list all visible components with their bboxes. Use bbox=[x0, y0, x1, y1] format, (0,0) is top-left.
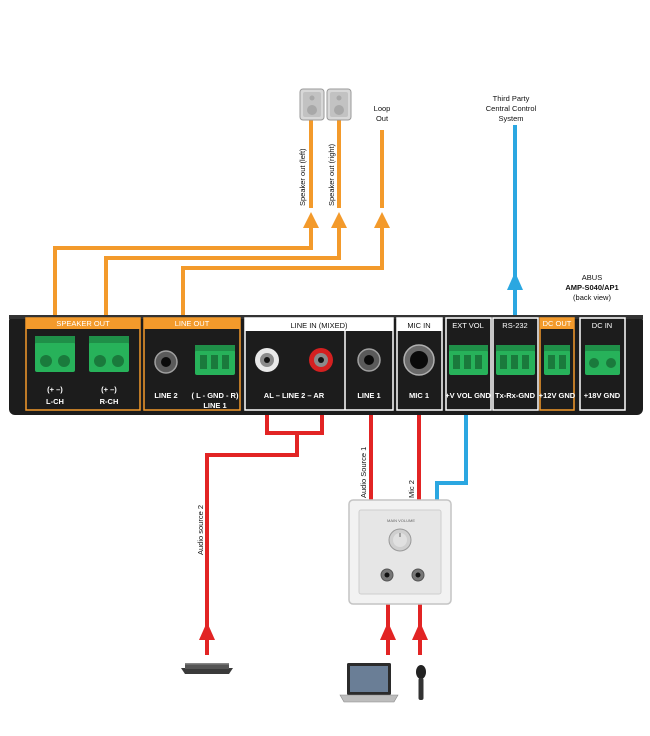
section-line-out: LINE OUT bbox=[175, 319, 210, 328]
arrow-mic bbox=[412, 622, 428, 640]
txrx-label: Tx-Rx-GND bbox=[495, 391, 536, 400]
arrow-laptop bbox=[380, 622, 396, 640]
dc-out-pins-label: +12V GND bbox=[539, 391, 576, 400]
laptop-icon bbox=[339, 663, 399, 703]
arrow-loop-out bbox=[374, 212, 390, 228]
audio-source-2-label: Audio source 2 bbox=[196, 505, 205, 555]
orange-arrows bbox=[303, 212, 390, 228]
speaker-terminal-lch bbox=[35, 336, 75, 372]
device-panel: SPEAKER OUT (+ –) L-CH (+ –) R-CH LINE O… bbox=[9, 315, 643, 415]
rch-polarity: (+ –) bbox=[101, 385, 117, 394]
mic1-xlr-jack-icon bbox=[403, 344, 435, 376]
arrow-rs232 bbox=[507, 272, 523, 290]
ext-vol-pins-label: +V VOL GND bbox=[445, 391, 491, 400]
arrow-speaker-right bbox=[331, 212, 347, 228]
wall-volume-plate: MAIN VOLUME bbox=[348, 499, 452, 605]
section-speaker-out: SPEAKER OUT bbox=[56, 319, 110, 328]
line1-out-label: LINE 1 bbox=[203, 401, 226, 410]
section-rs232: RS-232 bbox=[502, 321, 527, 330]
dc-out-terminal bbox=[544, 345, 570, 375]
third-party-label-2: Central Control bbox=[486, 104, 537, 113]
wire-speaker-left bbox=[53, 225, 313, 318]
orange-wires bbox=[53, 120, 384, 318]
line1-out-terminal bbox=[195, 345, 235, 375]
rs232-terminal bbox=[496, 345, 535, 375]
section-mic-in: MIC IN bbox=[407, 321, 430, 330]
loop-out-label-1: Loop bbox=[374, 104, 391, 113]
volume-knob-icon bbox=[388, 528, 412, 552]
arrow-speaker-left bbox=[303, 212, 319, 228]
audio-source-1-label: Audio Source 1 bbox=[359, 447, 368, 498]
red-arrows bbox=[199, 622, 428, 640]
line2-out-label: LINE 2 bbox=[154, 391, 177, 400]
line1-in-label: LINE 1 bbox=[357, 391, 380, 400]
speaker-left-icon bbox=[299, 88, 325, 121]
section-ext-vol: EXT VOL bbox=[452, 321, 484, 330]
rch-label: R-CH bbox=[100, 397, 119, 406]
wire-speaker-right bbox=[104, 225, 341, 318]
mic1-label: MIC 1 bbox=[409, 391, 429, 400]
speaker-terminal-rch bbox=[89, 336, 129, 372]
section-line-in-mixed: LINE IN (MIXED) bbox=[290, 321, 348, 330]
dc-in-terminal bbox=[585, 345, 620, 375]
third-party-label-1: Third Party bbox=[493, 94, 530, 103]
rca-left-jack-icon bbox=[255, 348, 279, 372]
wallplate-knob-label: MAIN VOLUME bbox=[387, 518, 415, 523]
wire-rca-right bbox=[205, 405, 324, 655]
section-dc-out: DC OUT bbox=[543, 319, 572, 328]
rca-label: AL – LINE 2 – AR bbox=[264, 391, 325, 400]
device-brand: ABUS bbox=[582, 273, 602, 282]
wire-loop-out bbox=[181, 225, 384, 318]
lch-label: L-CH bbox=[46, 397, 64, 406]
speaker-right-label: Speaker out (right) bbox=[327, 143, 336, 206]
lgndr-label: ( L - GND - R) bbox=[192, 391, 239, 400]
device-view: (back view) bbox=[573, 293, 611, 302]
third-party-label-3: System bbox=[498, 114, 523, 123]
microphone-icon bbox=[416, 665, 426, 700]
lch-polarity: (+ –) bbox=[47, 385, 63, 394]
media-player-icon bbox=[181, 663, 233, 674]
ext-vol-terminal bbox=[449, 345, 488, 375]
line1-in-jack-icon bbox=[357, 348, 381, 372]
wire-ext-vol bbox=[435, 405, 468, 500]
wallplate-mic-jack-icon bbox=[411, 568, 425, 582]
mic2-label: Mic 2 bbox=[407, 480, 416, 498]
line2-jack-icon bbox=[154, 350, 178, 374]
speaker-left-label: Speaker out (left) bbox=[298, 148, 307, 206]
dc-in-pins-label: +18V GND bbox=[584, 391, 621, 400]
section-dc-in: DC IN bbox=[592, 321, 612, 330]
arrow-audio-source-2 bbox=[199, 622, 215, 640]
loop-out-label-2: Out bbox=[376, 114, 389, 123]
device-model: AMP-S040/AP1 bbox=[565, 283, 618, 292]
rca-right-jack-icon bbox=[309, 348, 333, 372]
blue-wires bbox=[435, 125, 517, 500]
speaker-right-icon bbox=[326, 88, 352, 121]
wallplate-line-jack-icon bbox=[380, 568, 394, 582]
